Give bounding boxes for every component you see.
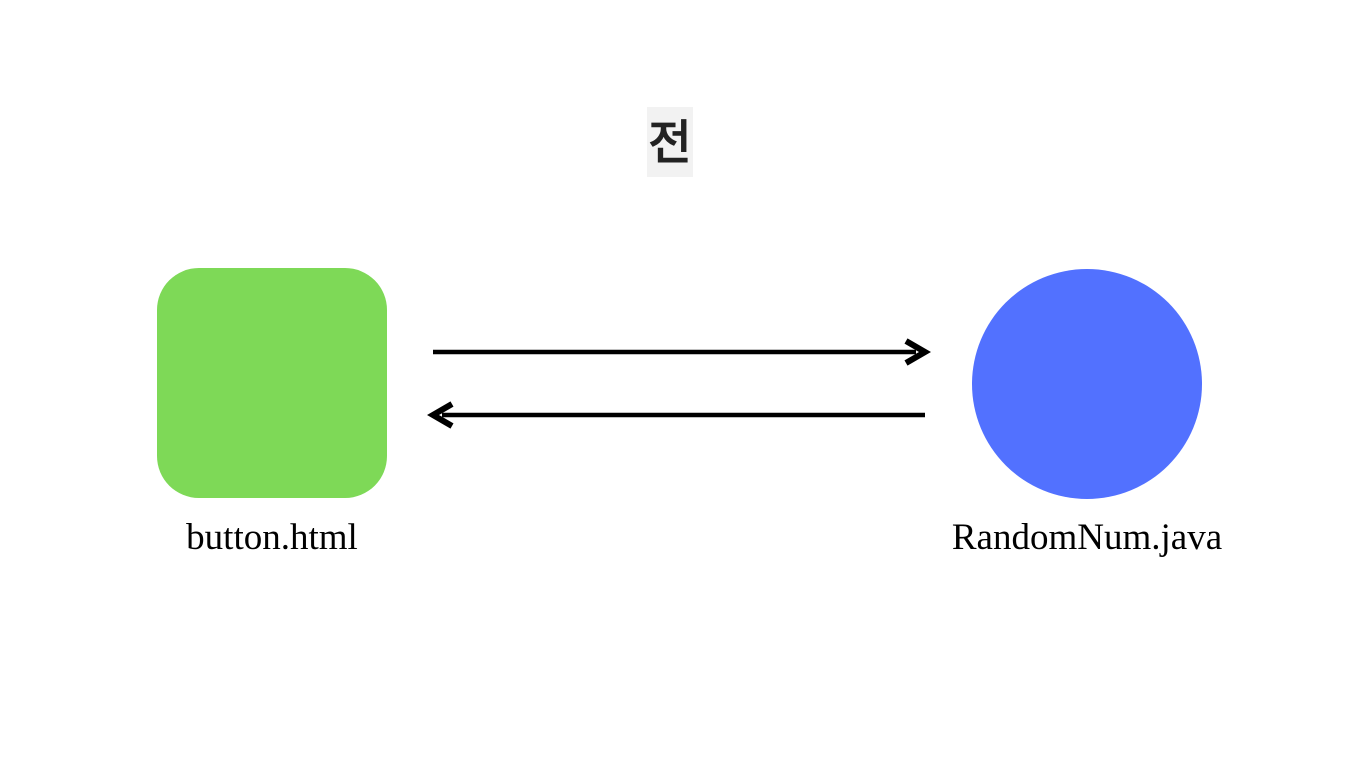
node-button-html-label: button.html — [186, 517, 358, 558]
title-badge-text: 전 — [648, 115, 692, 169]
title-badge: 전 — [647, 107, 693, 177]
arrow-left-icon — [427, 401, 925, 429]
node-randomnum-java-label: RandomNum.java — [951, 517, 1223, 558]
node-button-html-shape — [157, 268, 387, 498]
node-randomnum-java-shape — [972, 269, 1202, 499]
arrow-right-icon — [433, 338, 931, 366]
